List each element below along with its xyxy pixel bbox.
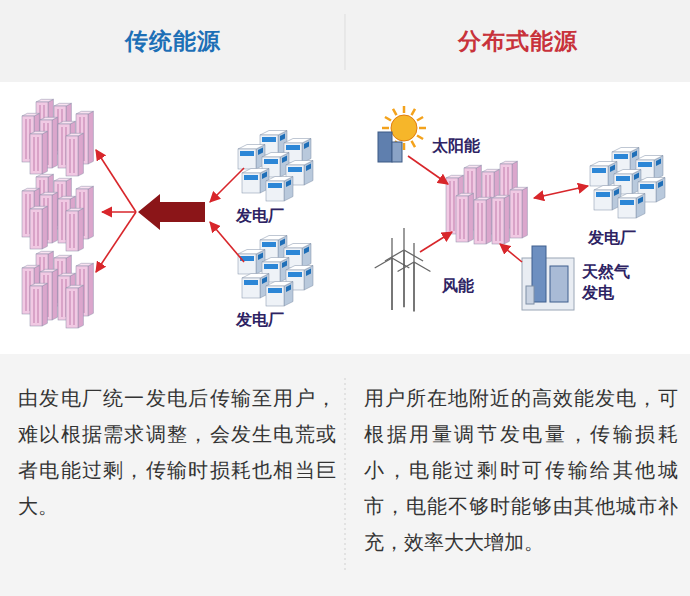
plant-label: 发电厂 xyxy=(236,206,286,229)
building xyxy=(66,133,83,176)
flow-arrow xyxy=(96,150,136,212)
node-text: 风能 xyxy=(442,276,476,297)
source-label: 风能 xyxy=(442,276,476,299)
plant-block xyxy=(590,162,617,187)
building xyxy=(474,197,491,244)
node-text: 发电厂 xyxy=(236,206,286,227)
wind-turbine-icon xyxy=(375,228,431,311)
panel-heading: 分布式能源 xyxy=(345,0,690,82)
source-label: 天然气 发电 xyxy=(582,262,637,306)
main-flow-arrow xyxy=(138,194,205,230)
flow-arrow xyxy=(210,168,244,202)
node-text: 天然气 发电 xyxy=(582,262,635,304)
flow-arrow xyxy=(420,232,452,252)
divider xyxy=(345,14,346,70)
building xyxy=(66,285,83,328)
plant-block xyxy=(594,186,621,211)
source-label: 太阳能 xyxy=(432,136,482,159)
flow-arrow xyxy=(96,212,136,272)
flow-arrow xyxy=(500,244,522,262)
node-text: 传统能源 xyxy=(125,26,221,57)
flow-arrow xyxy=(408,156,448,184)
plant-block xyxy=(266,282,293,307)
text-band xyxy=(0,354,690,596)
building xyxy=(456,193,473,242)
header-band xyxy=(0,0,690,82)
plant-block xyxy=(618,194,645,219)
flow-arrow xyxy=(210,222,244,262)
building xyxy=(492,195,509,244)
plant-block xyxy=(238,145,265,170)
plant-label: 发电厂 xyxy=(588,228,638,251)
building xyxy=(30,206,47,249)
description: 用户所在地附近的高效能发电，可根据用量调节发电量，传输损耗小，电能过剩时可传输给… xyxy=(364,380,678,562)
plant-block xyxy=(266,177,293,202)
node-text: 由发电厂统一发电后传输至用户，难以根据需求调整，会发生电荒或者电能过剩，传输时损… xyxy=(18,380,336,524)
panel-heading: 传统能源 xyxy=(0,0,345,82)
building xyxy=(510,187,527,238)
node-text: 太阳能 xyxy=(432,136,482,157)
building xyxy=(30,131,47,174)
divider xyxy=(345,378,346,570)
building xyxy=(66,208,83,251)
gas-plant-icon xyxy=(522,246,574,310)
solar-icon xyxy=(378,106,426,162)
node-text: 用户所在地附近的高效能发电，可根据用量调节发电量，传输损耗小，电能过剩时可传输给… xyxy=(364,380,678,560)
node-text: 分布式能源 xyxy=(458,26,578,57)
flow-arrow xyxy=(534,186,588,198)
plant-block xyxy=(238,250,265,275)
plant-block xyxy=(242,169,269,194)
node-text: 发电厂 xyxy=(588,228,638,249)
traditional-illustration xyxy=(22,99,313,328)
description: 由发电厂统一发电后传输至用户，难以根据需求调整，会发生电荒或者电能过剩，传输时损… xyxy=(18,380,336,526)
plant-block xyxy=(242,274,269,299)
flow-arrow xyxy=(102,211,136,213)
plant-label: 发电厂 xyxy=(236,310,286,333)
picture-band xyxy=(0,82,690,354)
distributed-illustration xyxy=(375,106,665,311)
building xyxy=(30,283,47,326)
node-text: 发电厂 xyxy=(236,310,286,331)
